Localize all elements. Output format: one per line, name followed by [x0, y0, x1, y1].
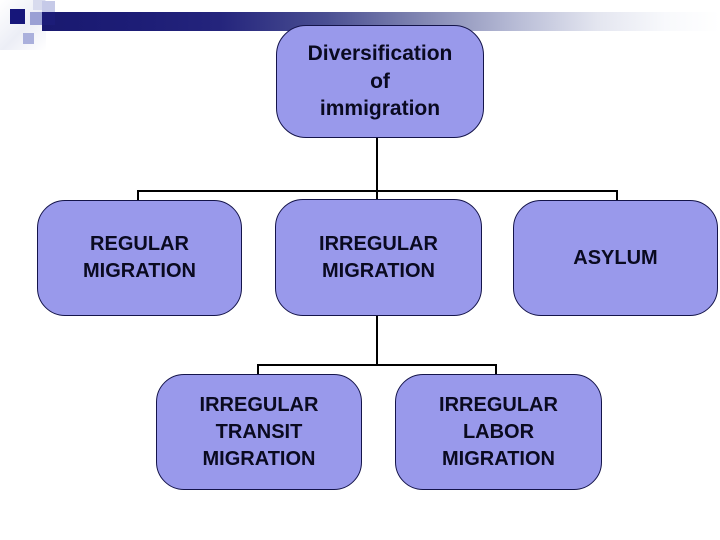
node-asylum[interactable]: ASYLUM: [513, 200, 718, 316]
node-label: Diversification of immigration: [307, 41, 453, 121]
node-irregular-migration[interactable]: IRREGULAR MIGRATION: [275, 199, 482, 316]
connector-irregular-stem: [376, 316, 378, 366]
pixel-square-small-lavender: [23, 33, 34, 44]
node-label: ASYLUM: [573, 246, 658, 269]
pixel-square-dark-navy: [10, 9, 25, 24]
connector-root-stem: [376, 138, 378, 200]
pixel-square-light-periwinkle: [42, 1, 55, 13]
node-label: IRREGULAR LABOR MIGRATION: [439, 393, 558, 470]
node-regular-migration[interactable]: REGULAR MIGRATION: [37, 200, 242, 316]
node-irregular-labor-migration[interactable]: IRREGULAR LABOR MIGRATION: [395, 374, 602, 490]
connector-drop-labor: [495, 364, 497, 375]
node-label: IRREGULAR TRANSIT MIGRATION: [199, 393, 319, 470]
pixel-square-pale-gray: [33, 0, 45, 10]
pixel-square-dark-navy-bar-start: [42, 12, 55, 25]
connector-drop-transit: [257, 364, 259, 375]
node-irregular-transit-migration[interactable]: IRREGULAR TRANSIT MIGRATION: [156, 374, 362, 490]
connector-drop-asylum: [616, 190, 618, 201]
header-gradient-bar: [42, 12, 720, 31]
node-label: REGULAR MIGRATION: [83, 233, 196, 282]
node-label: IRREGULAR MIGRATION: [319, 232, 438, 282]
connector-drop-regular: [137, 190, 139, 201]
connector-upper-rail: [137, 190, 618, 192]
node-diversification-of-immigration[interactable]: Diversification of immigration: [276, 25, 484, 138]
connector-lower-rail: [257, 364, 497, 366]
pixel-square-medium-periwinkle: [30, 12, 43, 25]
